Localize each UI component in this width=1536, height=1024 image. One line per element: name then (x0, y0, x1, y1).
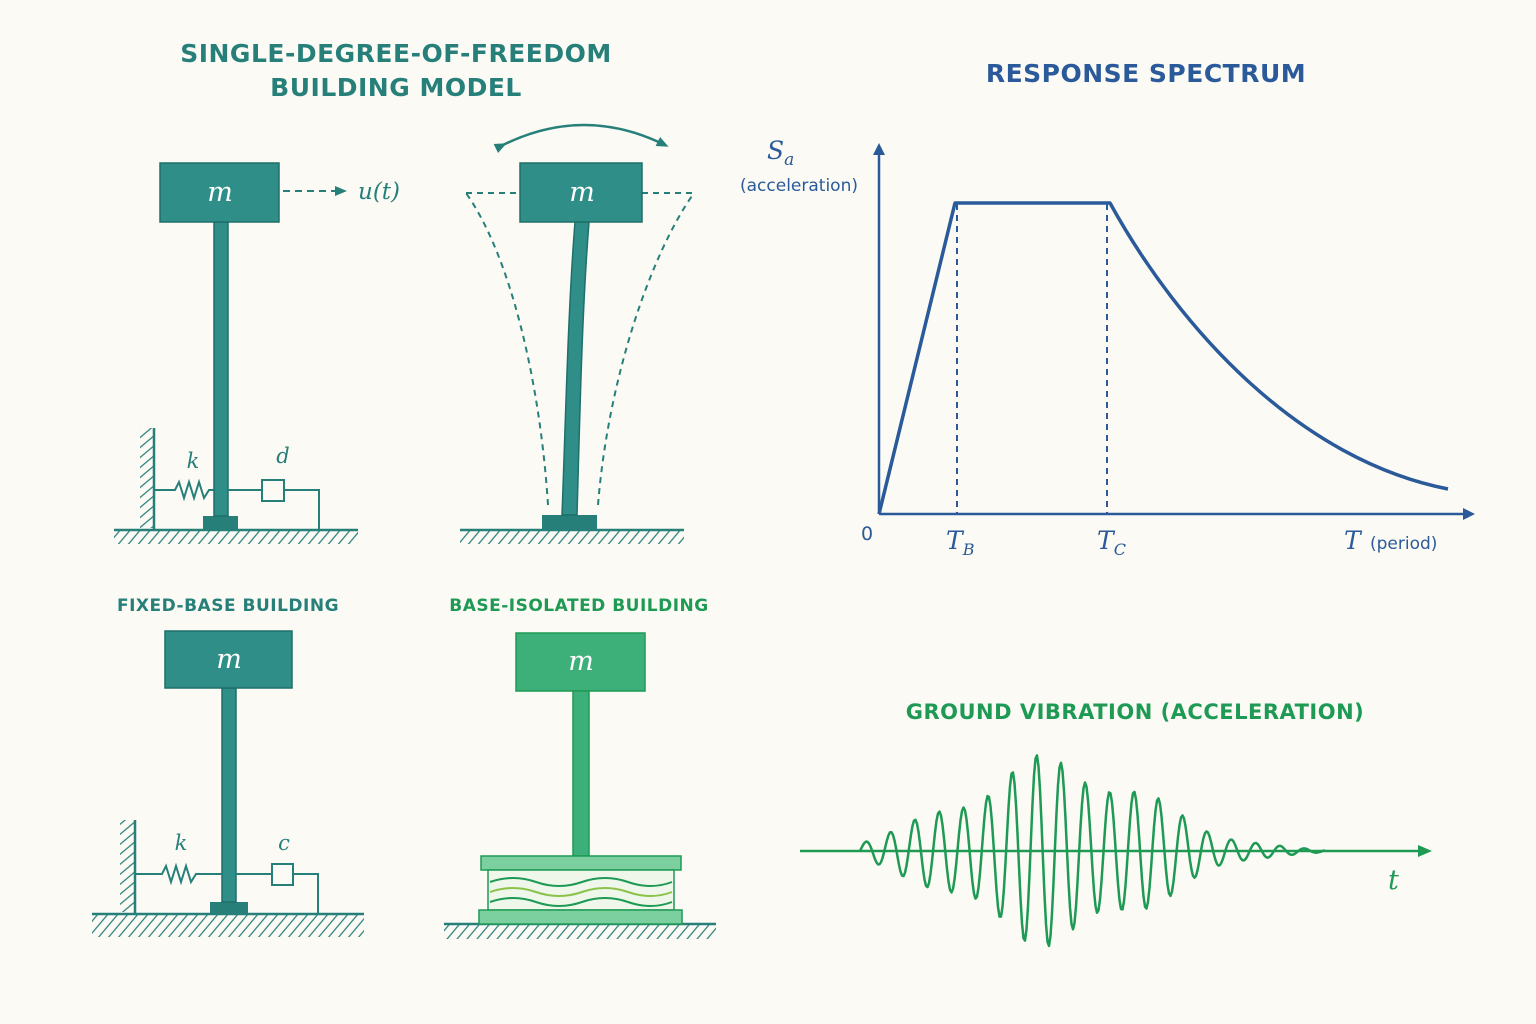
ground-hatch (460, 531, 684, 544)
column (572, 690, 590, 857)
damper-box (271, 863, 294, 886)
base-isolated-building: BASE-ISOLATED BUILDING m (444, 596, 716, 939)
tc-label: TC (1097, 526, 1126, 559)
sdof-model-deflected: m (460, 123, 695, 544)
displacement-label: u(t) (358, 179, 400, 205)
y-axis-desc: (acceleration) (740, 176, 858, 196)
damper-label: d (276, 444, 289, 468)
ground-vibration: GROUND VIBRATION (ACCELERATION) t (800, 700, 1432, 948)
ground-hatch (444, 925, 716, 939)
column (221, 687, 237, 903)
isolator-bearing (487, 869, 675, 911)
sdof-title: SINGLE-DEGREE-OF-FREEDOM BUILDING MODEL (180, 39, 612, 102)
base-plate (542, 515, 597, 530)
x-axis-symbol: T (1344, 526, 1363, 555)
bearing-layer-3 (489, 897, 673, 907)
bent-column (561, 221, 590, 516)
damper-box (261, 479, 285, 502)
origin-label: 0 (861, 523, 873, 545)
sdof-model-top-left: m u(t) k d (114, 162, 400, 544)
deflection-envelope-right (597, 192, 695, 506)
mass-block (515, 632, 646, 692)
sdof-title-line2: BUILDING MODEL (270, 73, 522, 102)
wall-hatch (120, 820, 135, 912)
mass-label: m (216, 644, 242, 675)
spectrum-curve (877, 201, 1449, 515)
ground-hatch (92, 915, 364, 937)
mass-label: m (569, 177, 595, 208)
spring (135, 862, 222, 886)
damper-link (293, 873, 319, 914)
ground-vibration-title: GROUND VIBRATION (ACCELERATION) (906, 700, 1365, 724)
x-axis-desc: (period) (1370, 534, 1437, 554)
base-plate (203, 516, 238, 530)
sdof-title-line1: SINGLE-DEGREE-OF-FREEDOM (180, 39, 612, 68)
tb-label: TB (946, 526, 975, 559)
mass-block (159, 162, 280, 223)
isolator-bottom-plate (478, 909, 683, 925)
ground-hatch (114, 531, 358, 544)
base-plate (210, 902, 248, 914)
damper-label: c (278, 831, 290, 855)
mass-block (519, 162, 643, 223)
mass-label: m (207, 177, 233, 208)
wall-hatch (140, 428, 154, 528)
mass-label: m (568, 646, 594, 677)
sway-arrow (493, 123, 669, 154)
isolator-top-plate (480, 855, 682, 871)
spring (154, 478, 214, 502)
mass-block (164, 630, 293, 689)
deflection-envelope-left (465, 192, 549, 506)
bearing-layer-1 (489, 877, 673, 887)
response-spectrum: RESPONSE SPECTRUM Sa (acceleration) 0 TB… (740, 59, 1475, 559)
spring-label: k (187, 449, 200, 473)
acceleration-wave (858, 754, 1326, 948)
time-axis-symbol: t (1388, 865, 1399, 896)
spring-label: k (175, 831, 188, 855)
fixed-base-caption: FIXED-BASE BUILDING (117, 596, 339, 616)
bearing-layer-2 (489, 887, 673, 897)
base-isolated-caption: BASE-ISOLATED BUILDING (449, 596, 709, 616)
spectrum-title: RESPONSE SPECTRUM (986, 59, 1306, 88)
damper-link (284, 489, 320, 530)
fixed-base-building: FIXED-BASE BUILDING m k c (92, 596, 364, 937)
y-axis-symbol: Sa (767, 136, 794, 170)
column (213, 221, 229, 517)
